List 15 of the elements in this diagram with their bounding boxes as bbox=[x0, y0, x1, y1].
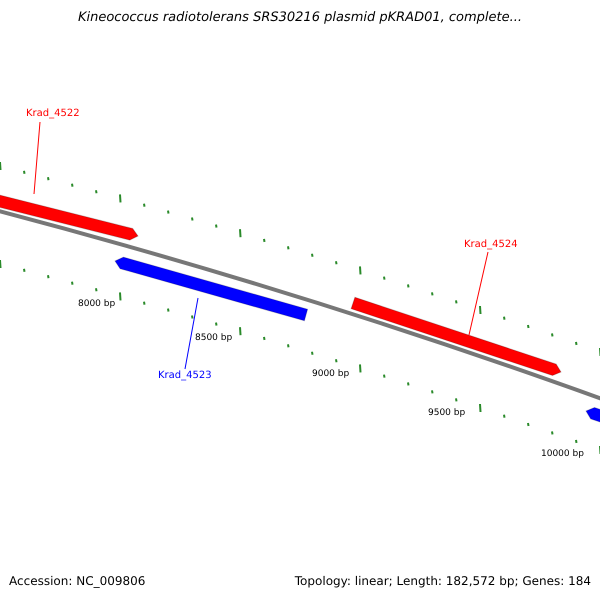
leader-line bbox=[34, 122, 40, 194]
leader-line bbox=[468, 252, 488, 336]
gene-arrow-bar bbox=[585, 406, 600, 426]
scale-label: 8000 bp bbox=[78, 299, 116, 309]
gene-arrow-bar bbox=[350, 296, 562, 376]
gene-label: Krad_4524 bbox=[464, 239, 518, 250]
title: Kineococcus radiotolerans SRS30216 plasmid pKRAD01, complete... bbox=[76, 10, 524, 25]
scale-label: 9500 bp bbox=[428, 408, 466, 418]
gene-arrow-bar bbox=[114, 256, 308, 322]
gene-arrow-bar bbox=[0, 194, 139, 241]
gene-label: Krad_4522 bbox=[26, 108, 80, 119]
gene-label: Krad_4523 bbox=[158, 370, 212, 381]
footer-text: Accession: NC_009806 bbox=[9, 574, 146, 588]
leader-line bbox=[184, 298, 198, 370]
footer-text: Topology: linear; Length: 182,572 bp; Genes: 184 bbox=[294, 574, 591, 588]
